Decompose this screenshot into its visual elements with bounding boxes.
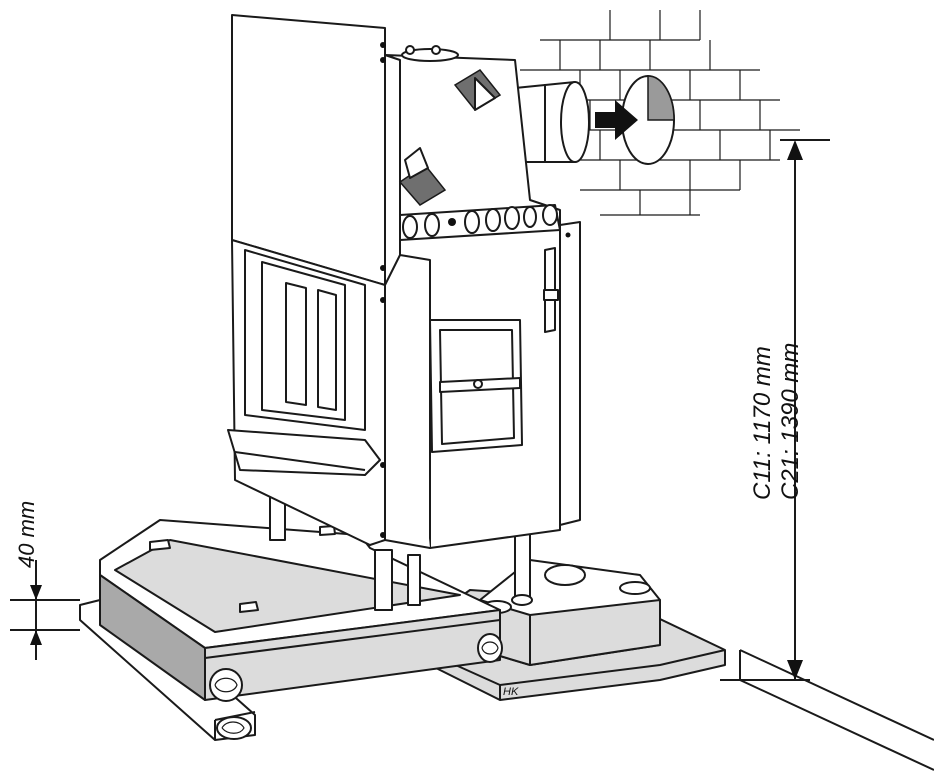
support-beam-right	[479, 559, 661, 666]
fireplace-insert	[227, 14, 581, 549]
vent-holes	[402, 204, 558, 239]
plate-marking-hk: HK	[503, 686, 519, 698]
dimension-label-40mm: 40 mm	[14, 501, 39, 568]
flue-opening	[621, 75, 675, 165]
dimension-label-c11: C11: 1170 mm	[749, 346, 776, 500]
floor-and-skirting	[10, 599, 934, 771]
dimension-40mm: 40 mm	[14, 501, 42, 660]
flue-pipe	[514, 81, 590, 163]
dimension-vertical: C11: 1170 mm C21: 1390 mm	[749, 139, 830, 680]
timber-frame-left	[79, 519, 503, 741]
flue-direction-arrow-icon	[595, 100, 638, 140]
dimension-label-c21: C21: 1390 mm	[777, 343, 804, 500]
